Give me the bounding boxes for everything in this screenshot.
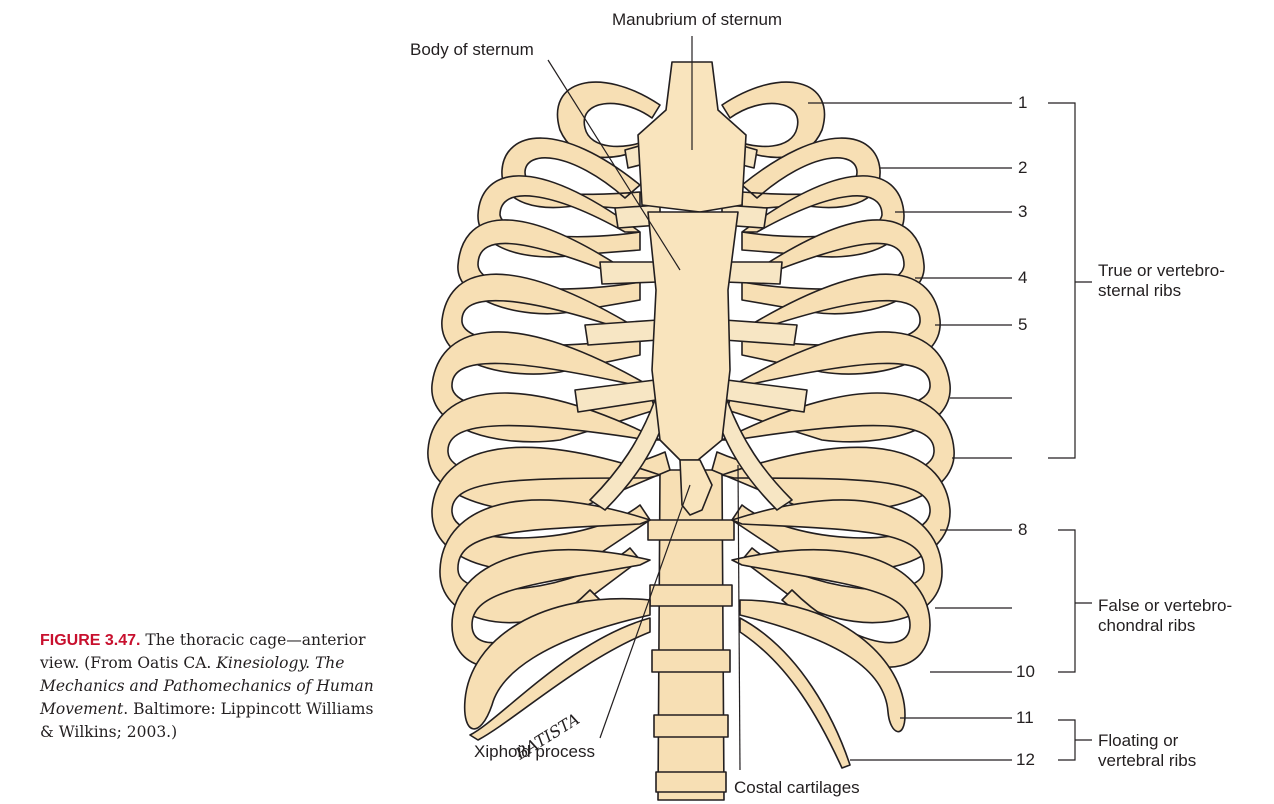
xiphoid-label: Xiphoid process [474,742,595,762]
costal-cartilages-label: Costal cartilages [734,778,860,798]
false-ribs-label: False or vertebro- chondral ribs [1098,596,1232,636]
manubrium-label: Manubrium of sternum [612,10,782,30]
rib-number-10: 10 [1016,662,1035,682]
rib-number-3: 3 [1018,202,1027,222]
left-ribs [428,82,670,740]
rib-number-12: 12 [1016,750,1035,770]
rib-number-2: 2 [1018,158,1027,178]
rib-number-4: 4 [1018,268,1027,288]
rib-number-11: 11 [1016,708,1034,728]
rib-number-5: 5 [1018,315,1027,335]
figure-number: FIGURE 3.47. [40,632,140,649]
rib-number-8: 8 [1018,520,1027,540]
true-ribs-label: True or vertebro- sternal ribs [1098,261,1225,301]
vertebral-column [648,470,734,800]
figure-caption: FIGURE 3.47. The thoracic cage—anterior … [40,629,380,744]
sternum-body-label: Body of sternum [410,40,534,60]
right-ribs [712,82,954,768]
floating-ribs-label: Floating or vertebral ribs [1098,731,1196,771]
sternum-body-shape [648,212,738,460]
rib-number-1: 1 [1018,93,1027,113]
